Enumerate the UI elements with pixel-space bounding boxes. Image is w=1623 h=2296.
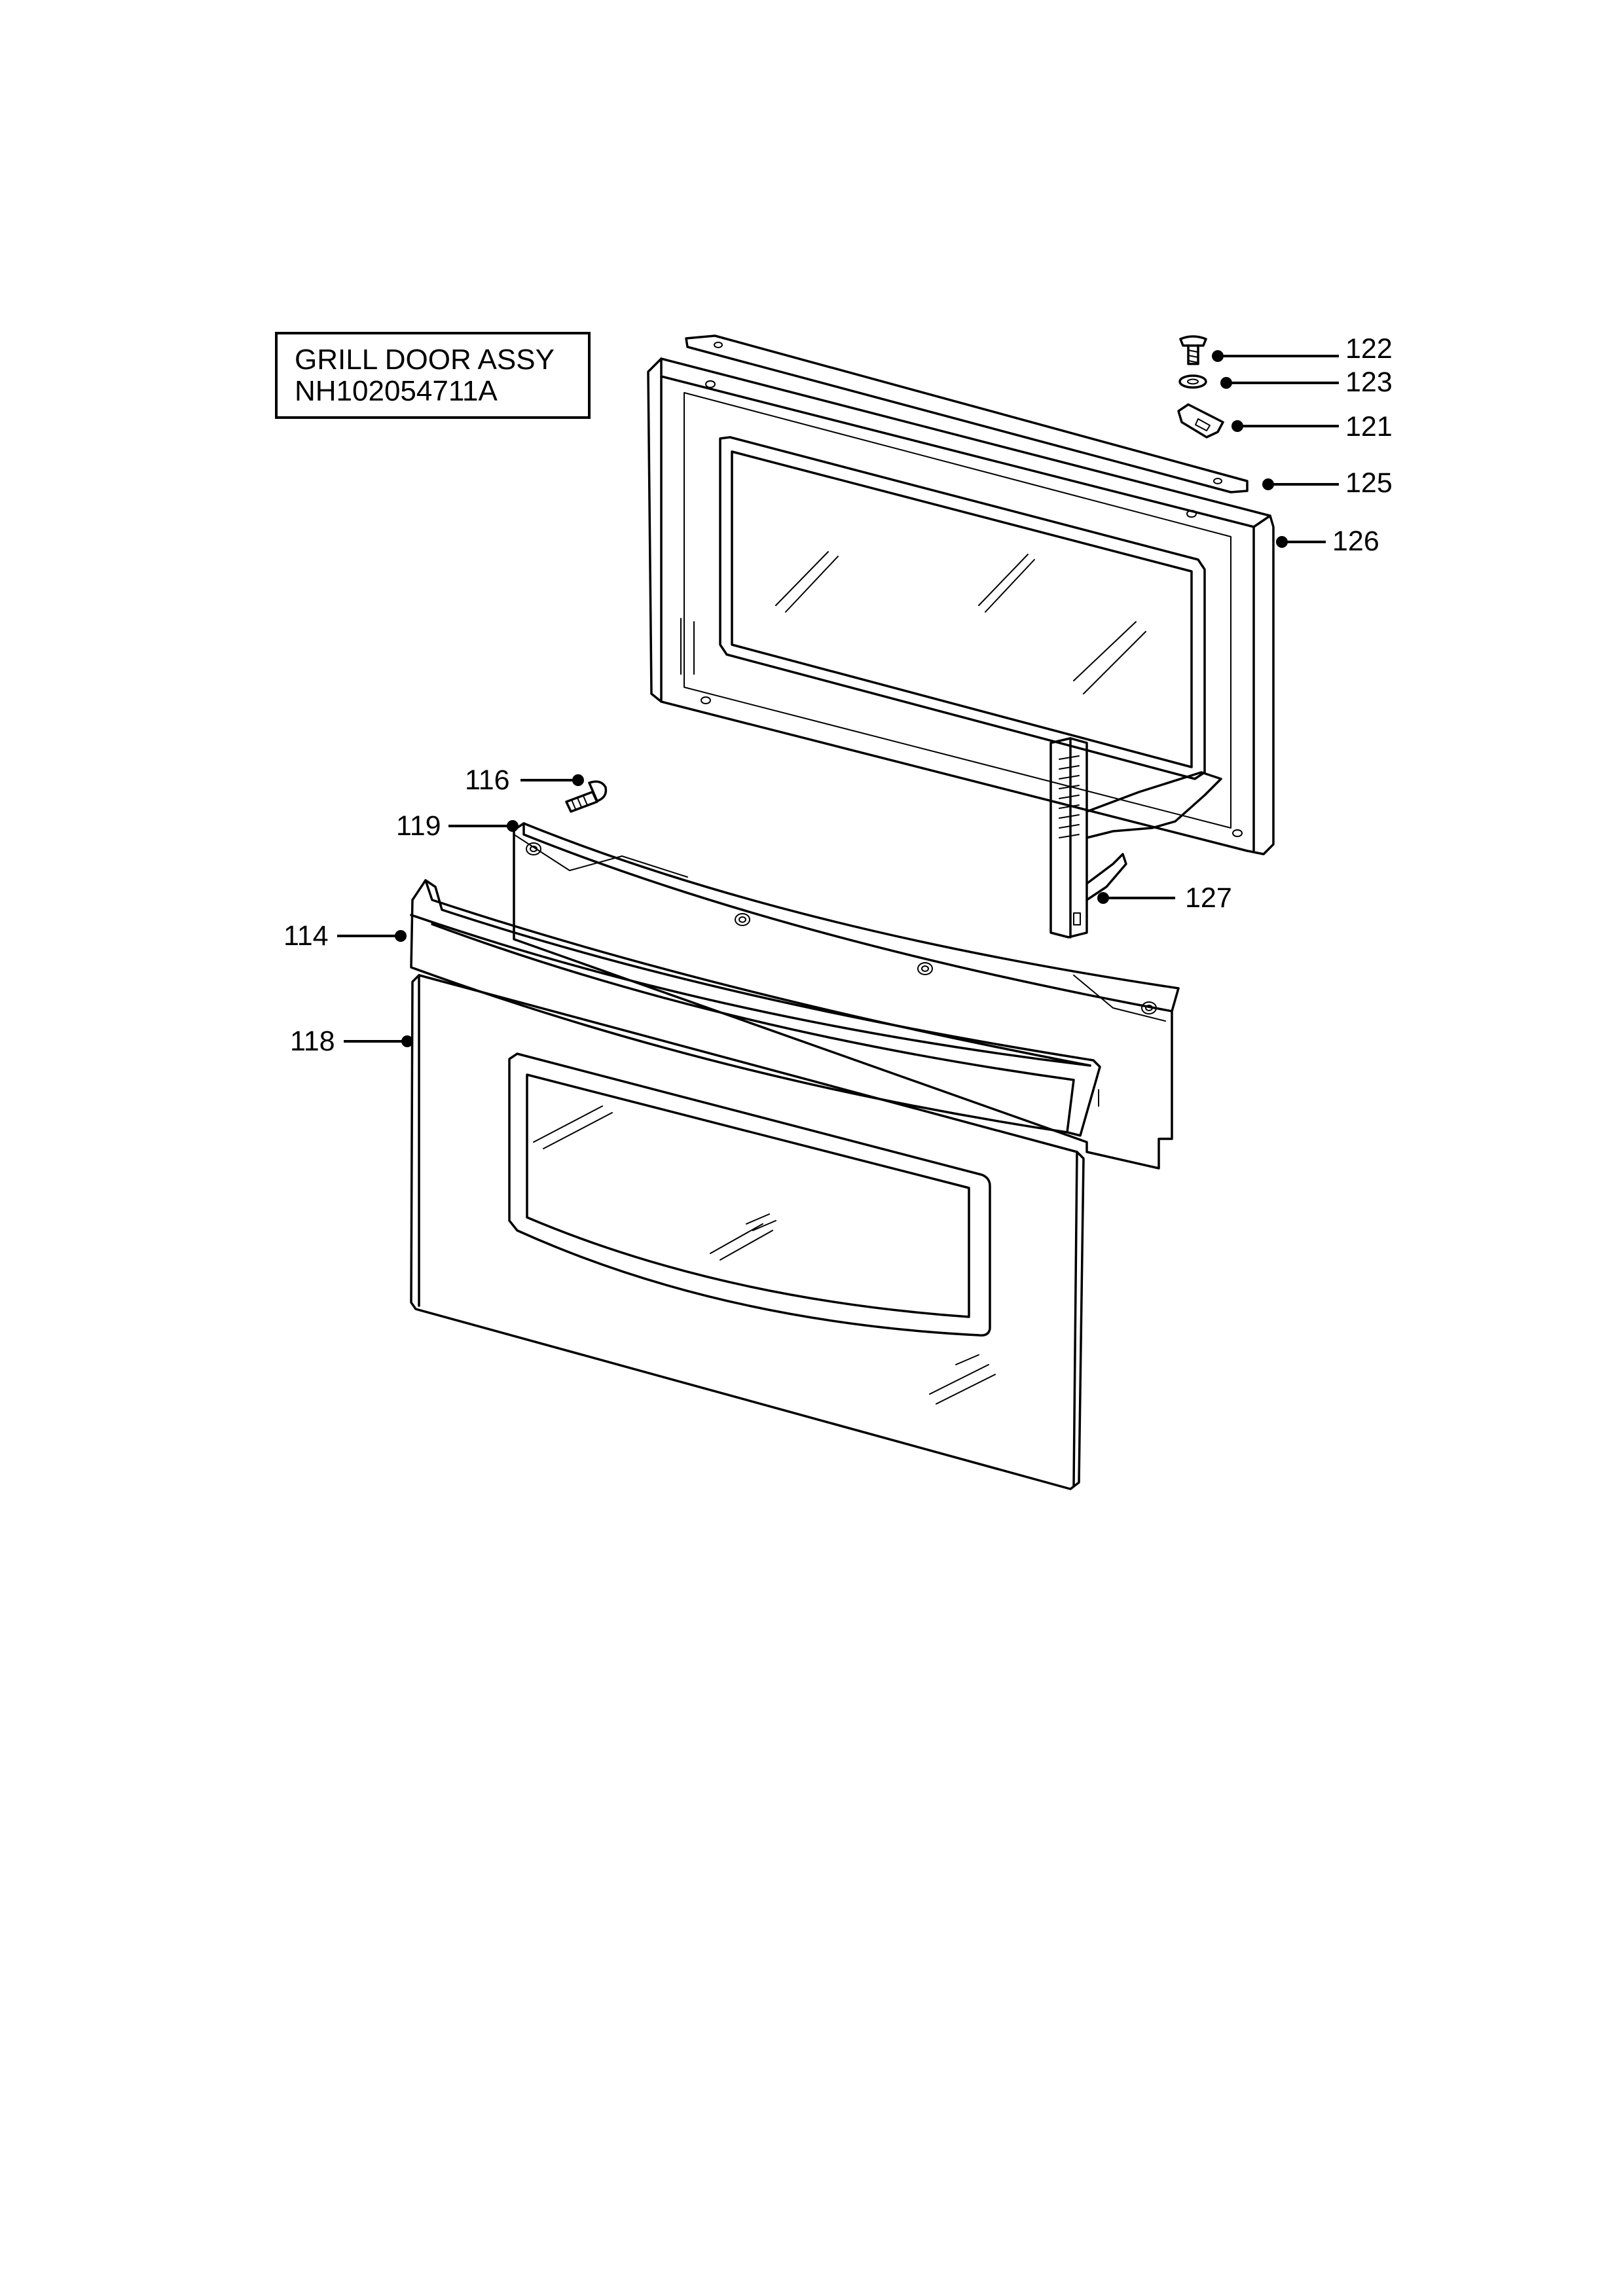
inner-door-frame xyxy=(647,357,1275,855)
assembly-name: GRILL DOOR ASSY xyxy=(295,344,555,376)
screw-small xyxy=(565,780,608,813)
callout-label-125: 125 xyxy=(1345,467,1393,499)
screw-top xyxy=(1179,335,1207,365)
outer-glass-door xyxy=(410,974,1085,1490)
inner-panel xyxy=(513,822,1180,1170)
assembly-code: NH102054711A xyxy=(295,375,498,407)
callout-label-123: 123 xyxy=(1345,367,1393,398)
callout-label-114: 114 xyxy=(283,920,329,952)
callout-label-116: 116 xyxy=(465,764,510,796)
top-trim-strip xyxy=(685,334,1249,493)
callout-label-126: 126 xyxy=(1332,526,1379,557)
callout-label-127: 127 xyxy=(1185,882,1232,914)
callout-label-121: 121 xyxy=(1345,411,1393,442)
callout-label-119: 119 xyxy=(396,810,441,842)
title-box: GRILL DOOR ASSY NH102054711A xyxy=(275,332,591,419)
leader-lines xyxy=(337,350,1339,1047)
handle-profile xyxy=(410,879,1101,1137)
washer xyxy=(1178,374,1207,389)
clip xyxy=(1177,403,1224,439)
callout-label-122: 122 xyxy=(1345,333,1393,365)
callout-label-118: 118 xyxy=(290,1026,335,1057)
hinge xyxy=(1049,737,1222,939)
